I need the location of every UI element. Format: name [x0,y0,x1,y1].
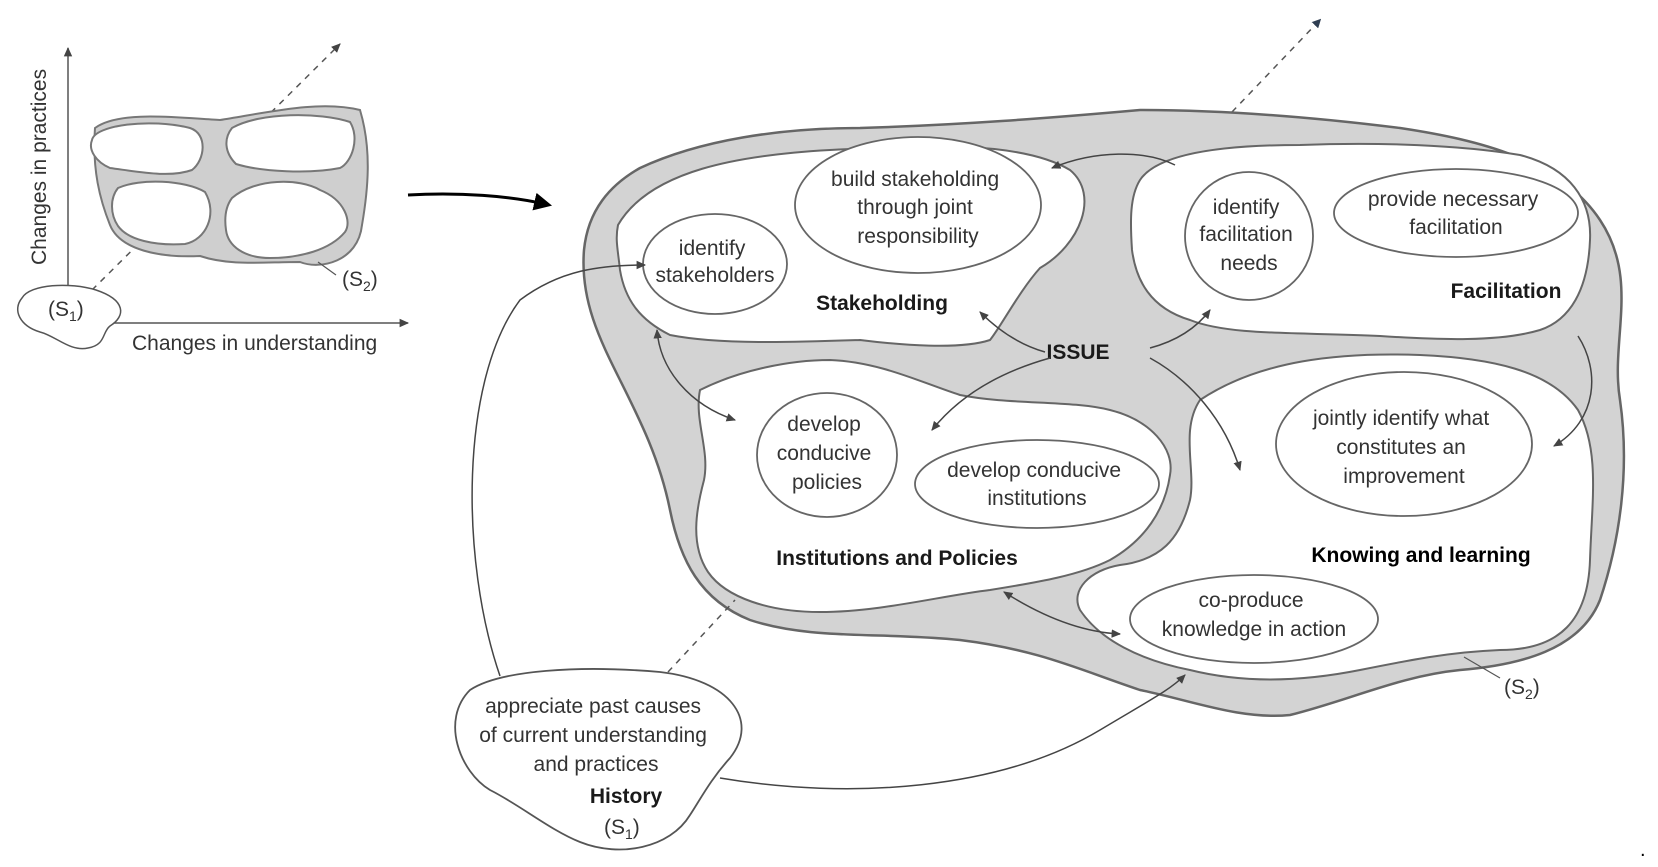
arrow-history-coproduce [719,674,1186,790]
identify-stakeholders-text: identify stakeholders [655,237,774,287]
history-s1-label: (S1) [604,816,640,842]
jointly-identify-text: jointly identify what constitutes an imp… [1312,407,1495,488]
build-stakeholding-text: build stakeholding through joint respons… [831,168,1005,248]
s2-leader-small [317,261,337,276]
s2-label-main: (S2) [1504,676,1540,702]
arrow-issue-stakeholding [979,311,1046,353]
build-stakeholding-oval [794,136,1042,274]
history-blob [454,668,743,851]
y-axis-label: Changes in practices [28,69,51,265]
s1-label-small: (S1) [48,298,84,324]
provide-facilitation-text: provide necessary facilitation [1368,188,1544,239]
knowing-label: Knowing and learning [1311,544,1530,567]
arrow-issue-policies [931,357,1051,431]
small-region-4 [224,180,349,260]
arrow-stakeholders-policies [653,328,736,422]
provide-facilitation-oval [1333,168,1579,258]
s2-leader-main [1463,656,1501,679]
identify-facilitation-oval [1184,171,1314,301]
develop-institutions-oval [914,439,1160,529]
develop-policies-oval [756,392,898,518]
arrow-history-stakeholders [471,260,647,677]
small-region-3 [111,180,212,246]
issue-label: ISSUE [1046,341,1109,364]
small-diagram: (S1) (S2) Changes in practices Changes i… [17,43,410,355]
history-title: History [590,785,663,808]
coproduce-oval [1129,574,1379,664]
top-dashed-arrow [1231,18,1322,113]
develop-institutions-text: develop conducive institutions [947,459,1127,510]
identify-facilitation-text: identify facilitation needs [1199,196,1298,275]
x-axis-label: Changes in understanding [132,332,377,355]
s1-blob-small [17,284,122,350]
arrow-facilitation-to-knowing [1553,335,1593,447]
small-region-2 [225,114,356,173]
arrow-issue-knowing [1149,357,1242,472]
facilitation-label: Facilitation [1451,280,1562,303]
arrow-issue-facilitation [1149,309,1211,349]
jointly-identify-oval [1275,371,1533,517]
stakeholding-label: Stakeholding [816,292,948,315]
coproduce-text: co-produce knowledge in action [1162,589,1346,641]
institutions-label: Institutions and Policies [776,547,1018,570]
trailing-mark: . [1640,839,1646,861]
diagonal-dashed-arrow [91,43,341,291]
main-diagram: ISSUE build stakeholding through joint r… [454,18,1646,861]
s2-label-small: (S2) [342,268,378,294]
develop-policies-text: develop conducive policies [777,413,877,494]
history-text: appreciate past causes of current unders… [479,695,713,776]
arrow-institutions-coproduce [1003,591,1122,638]
transition-arrow [407,192,553,211]
arrow-facilitation-to-stakeholding [1051,153,1176,169]
small-region-1 [90,122,204,175]
history-dashed-line [667,599,736,673]
